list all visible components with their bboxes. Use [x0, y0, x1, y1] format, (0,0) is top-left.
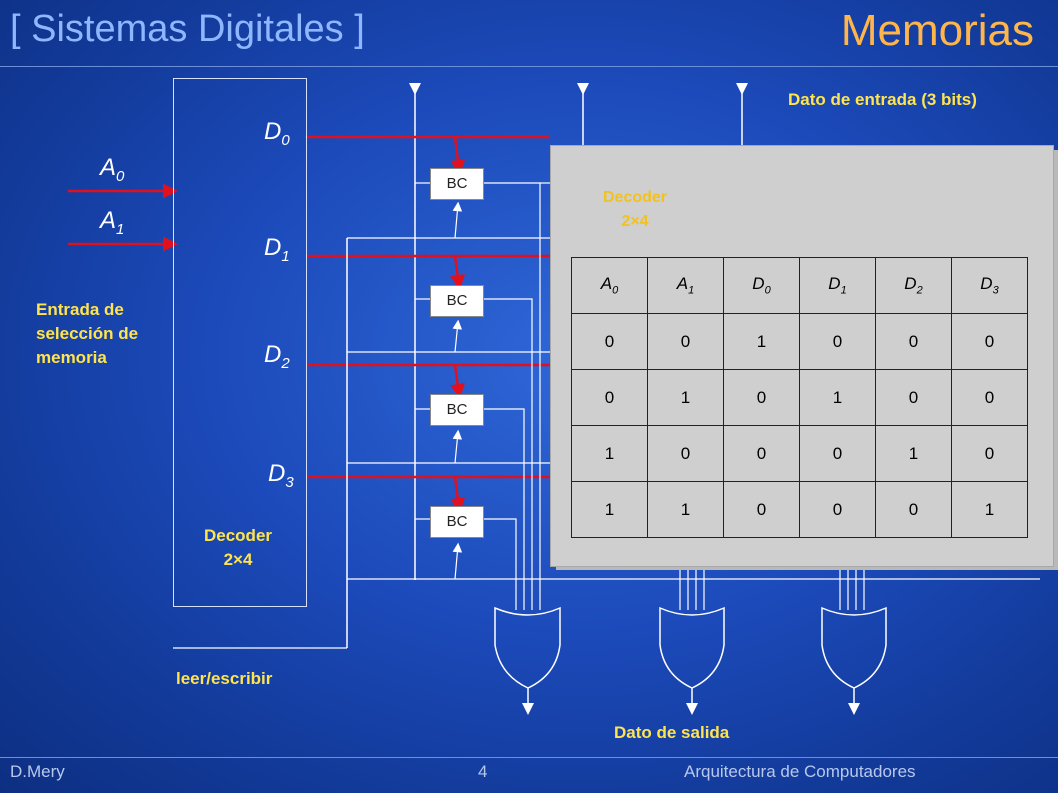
panel-title-line2: 2×4 [621, 213, 649, 230]
decoder-block [173, 78, 307, 607]
table-row: 0 0 1 0 0 0 [571, 313, 1028, 370]
decoder-label: Decoder 2×4 [190, 524, 286, 572]
table-cell: 0 [951, 425, 1028, 482]
col-header-d2: D2 [875, 257, 952, 314]
table-cell: 0 [723, 481, 800, 538]
output-d1-label: D1 [264, 234, 290, 265]
table-cell: 1 [951, 481, 1028, 538]
binary-cell: BC [430, 506, 484, 538]
decoder-label-line1: Decoder [203, 526, 273, 545]
table-cell: 0 [799, 313, 876, 370]
slide-title: Memorias [840, 6, 1034, 55]
rw-label: leer/escribir [176, 669, 273, 688]
output-d3-label: D3 [268, 460, 294, 491]
binary-cell: BC [430, 168, 484, 200]
table-cell: 0 [571, 313, 648, 370]
col-header-a1: A1 [647, 257, 724, 314]
truth-table: A0 A1 D0 D1 D2 D3 0 0 1 0 0 0 0 1 0 1 0 … [571, 257, 1028, 538]
page-number: 4 [478, 762, 488, 781]
table-cell: 1 [647, 481, 724, 538]
table-cell: 0 [875, 369, 952, 426]
table-cell: 0 [799, 425, 876, 482]
table-cell: 1 [723, 313, 800, 370]
course-title: [ Sistemas Digitales ] [10, 8, 365, 50]
table-cell: 0 [951, 313, 1028, 370]
select-label-line1: Entrada de [36, 300, 124, 319]
truth-table-header: A0 A1 D0 D1 D2 D3 [571, 257, 1028, 314]
footer-divider [0, 757, 1058, 758]
output-d0-label: D0 [264, 118, 290, 149]
table-cell: 0 [647, 425, 724, 482]
table-cell: 0 [723, 425, 800, 482]
col-header-a0: A0 [571, 257, 648, 314]
input-a0-label: A0 [100, 154, 125, 185]
footer-author: D.Mery [10, 762, 65, 781]
table-row: 1 1 0 0 0 1 [571, 481, 1028, 538]
col-header-d3: D3 [951, 257, 1028, 314]
col-header-d0: D0 [723, 257, 800, 314]
select-label-line2: selección de [36, 324, 139, 343]
data-out-label: Dato de salida [614, 723, 730, 742]
table-row: 0 1 0 1 0 0 [571, 369, 1028, 426]
or-gate-2 [659, 606, 725, 689]
table-cell: 0 [647, 313, 724, 370]
table-cell: 1 [571, 425, 648, 482]
table-cell: 1 [875, 425, 952, 482]
binary-cell: BC [430, 394, 484, 426]
output-d2-label: D2 [264, 341, 290, 372]
input-a1-label: A1 [100, 207, 125, 238]
table-cell: 1 [571, 481, 648, 538]
table-cell: 0 [571, 369, 648, 426]
data-in-label: Dato de entrada (3 bits) [788, 90, 977, 109]
table-row: 1 0 0 0 1 0 [571, 425, 1028, 482]
table-cell: 0 [875, 313, 952, 370]
table-cell: 0 [723, 369, 800, 426]
table-cell: 1 [647, 369, 724, 426]
or-gate-3 [821, 606, 887, 689]
table-cell: 1 [799, 369, 876, 426]
select-label-line3: memoria [36, 348, 107, 367]
panel-title: Decoder 2×4 [585, 186, 685, 234]
table-cell: 0 [799, 481, 876, 538]
select-input-label: Entrada de selección de memoria [36, 298, 138, 370]
binary-cell: BC [430, 285, 484, 317]
table-cell: 0 [951, 369, 1028, 426]
decoder-label-line2: 2×4 [223, 550, 253, 569]
footer-subject: Arquitectura de Computadores [684, 762, 916, 781]
table-cell: 0 [875, 481, 952, 538]
or-gate-1 [494, 606, 561, 689]
header-divider [0, 66, 1058, 67]
col-header-d1: D1 [799, 257, 876, 314]
panel-title-line1: Decoder [602, 189, 668, 206]
